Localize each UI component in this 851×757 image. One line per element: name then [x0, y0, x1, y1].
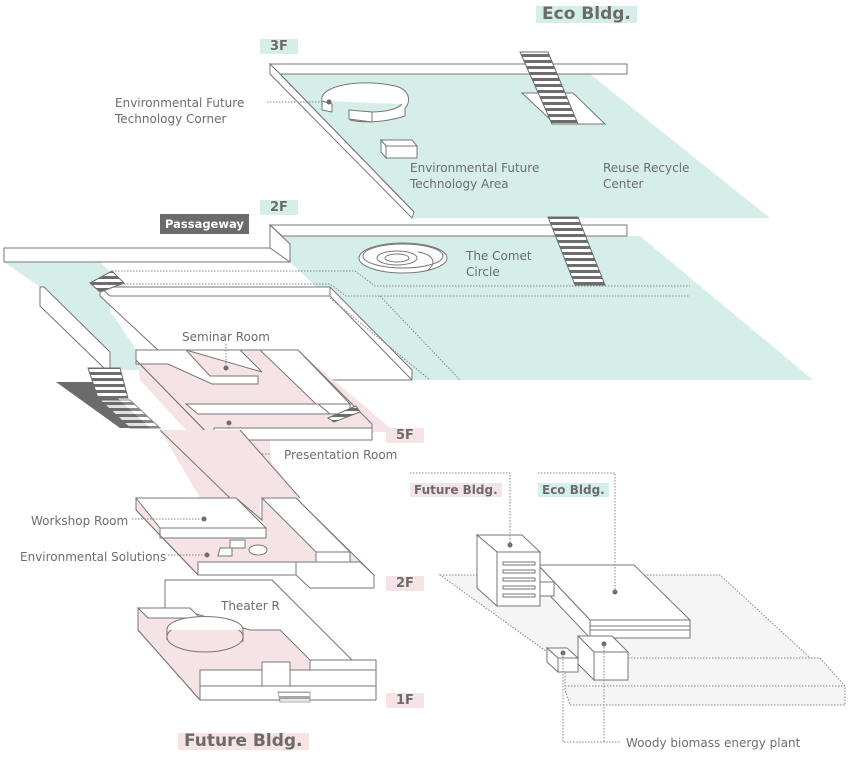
floor-tag-future-2f: 2F [386, 576, 424, 591]
eco-bldg-title: Eco Bldg. [536, 6, 637, 23]
room-label-tech-corner: Environmental Future Technology Corner [115, 95, 244, 127]
future-2f-floor [134, 497, 376, 589]
room-label-theater: Theater R [221, 599, 280, 613]
floor-tag-eco-3f: 3F [260, 39, 298, 54]
room-label-reuse-recycle: Reuse Recycle Center [603, 160, 689, 192]
floor-tag-future-5f: 5F [386, 428, 424, 443]
room-label-seminar: Seminar Room [182, 330, 270, 344]
room-label-line: Reuse Recycle [603, 161, 690, 175]
comet-circle [358, 242, 448, 274]
eco-2f-floor [3, 216, 813, 381]
theater-ring [166, 616, 244, 653]
future-1f-floor [136, 579, 378, 703]
room-label-workshop: Workshop Room [31, 514, 129, 528]
site-map [410, 472, 847, 743]
stairs-icon [547, 216, 606, 286]
room-label-presentation: Presentation Room [284, 448, 398, 462]
passageway-label: Passageway [160, 214, 249, 234]
site-label-eco-bldg: Eco Bldg. [538, 483, 609, 497]
stairs-icon [89, 270, 125, 293]
technology-area-box [379, 138, 419, 160]
eco-3f-floor [268, 51, 770, 219]
room-label-line: Technology Corner [115, 112, 227, 126]
room-label-env-solutions: Environmental Solutions [20, 550, 167, 564]
floor-tag-eco-2f: 2F [260, 200, 298, 215]
room-label-tech-area: Environmental Future Technology Area [410, 160, 539, 192]
technology-corner-ring [321, 82, 410, 123]
room-label-line: Center [603, 177, 644, 191]
future-bldg-title: Future Bldg. [178, 733, 309, 750]
site-label-biomass-plant: Woody biomass energy plant [626, 736, 801, 750]
room-label-line: Environmental Future [410, 161, 540, 175]
room-label-line: Technology Area [410, 177, 509, 191]
site-label-future-bldg: Future Bldg. [410, 483, 502, 497]
room-label-line: Environmental Future [115, 96, 245, 110]
room-label-line: The Comet [466, 249, 532, 263]
future-5f-floor [135, 349, 395, 500]
stairs-icon [519, 51, 579, 125]
stairs-icon [326, 405, 361, 423]
floor-tag-future-1f: 1F [386, 693, 424, 708]
room-label-line: Circle [466, 265, 500, 279]
room-label-comet-circle: The Comet Circle [466, 248, 532, 280]
